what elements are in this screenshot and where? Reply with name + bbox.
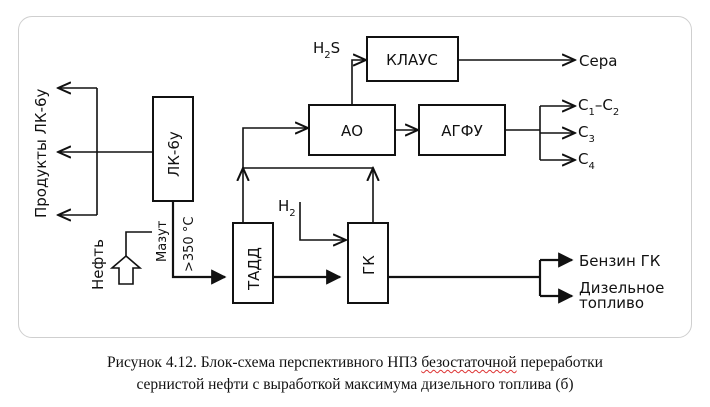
h2-feed-line [299, 202, 346, 240]
caption-text: переработки [516, 354, 603, 371]
agfu-label: АГФУ [441, 122, 482, 140]
gk-label: ГК [360, 255, 378, 275]
mazut-label: Мазут [155, 220, 170, 262]
c1c2-label: C1–C2 [578, 96, 619, 118]
h2s-line [351, 60, 366, 105]
lk6u-label: ЛК-6у [165, 131, 183, 177]
figure-caption: Рисунок 4.12. Блок-схема перспективного … [0, 352, 710, 396]
diesel-label-line2: топливо [579, 294, 644, 312]
oil-label: Нефть [89, 239, 107, 290]
klaus-label: КЛАУС [386, 51, 438, 69]
oil-feed-line [125, 231, 152, 256]
diesel-label-line1: Дизельное [579, 279, 664, 297]
agfu-block [418, 104, 506, 156]
caption-line-2: сернистой нефти с выработкой максимума д… [136, 376, 574, 393]
ao-label: АО [341, 122, 363, 140]
products-lk6u-label: Продукты ЛК-6у [32, 88, 50, 218]
gk-block [347, 222, 389, 304]
mazut-line [171, 201, 227, 285]
c3-label: C3 [578, 123, 595, 145]
block-diagram: Продукты ЛК-6у Нефть ЛК-6у Мазут >350 °С… [32, 36, 664, 312]
h2s-label: H2S [313, 39, 340, 61]
tadd-label: ТАДД [245, 247, 263, 291]
caption-text: Рисунок 4.12. Блок-схема перспективного … [107, 354, 422, 371]
caption-line-1: Рисунок 4.12. Блок-схема перспективного … [0, 352, 710, 374]
temp-label: >350 °С [182, 217, 197, 272]
h2-label: H2 [278, 197, 296, 219]
caption-spellcheck-word: безостаточной [421, 354, 517, 371]
gasoline-label: Бензин ГК [579, 252, 661, 270]
tadd-block [232, 222, 274, 304]
c4-label: C4 [578, 150, 595, 172]
klaus-block [366, 36, 459, 82]
oil-feed-arrow [109, 254, 143, 285]
gas-to-ao-line [242, 128, 308, 168]
sulfur-label: Сера [579, 52, 617, 70]
